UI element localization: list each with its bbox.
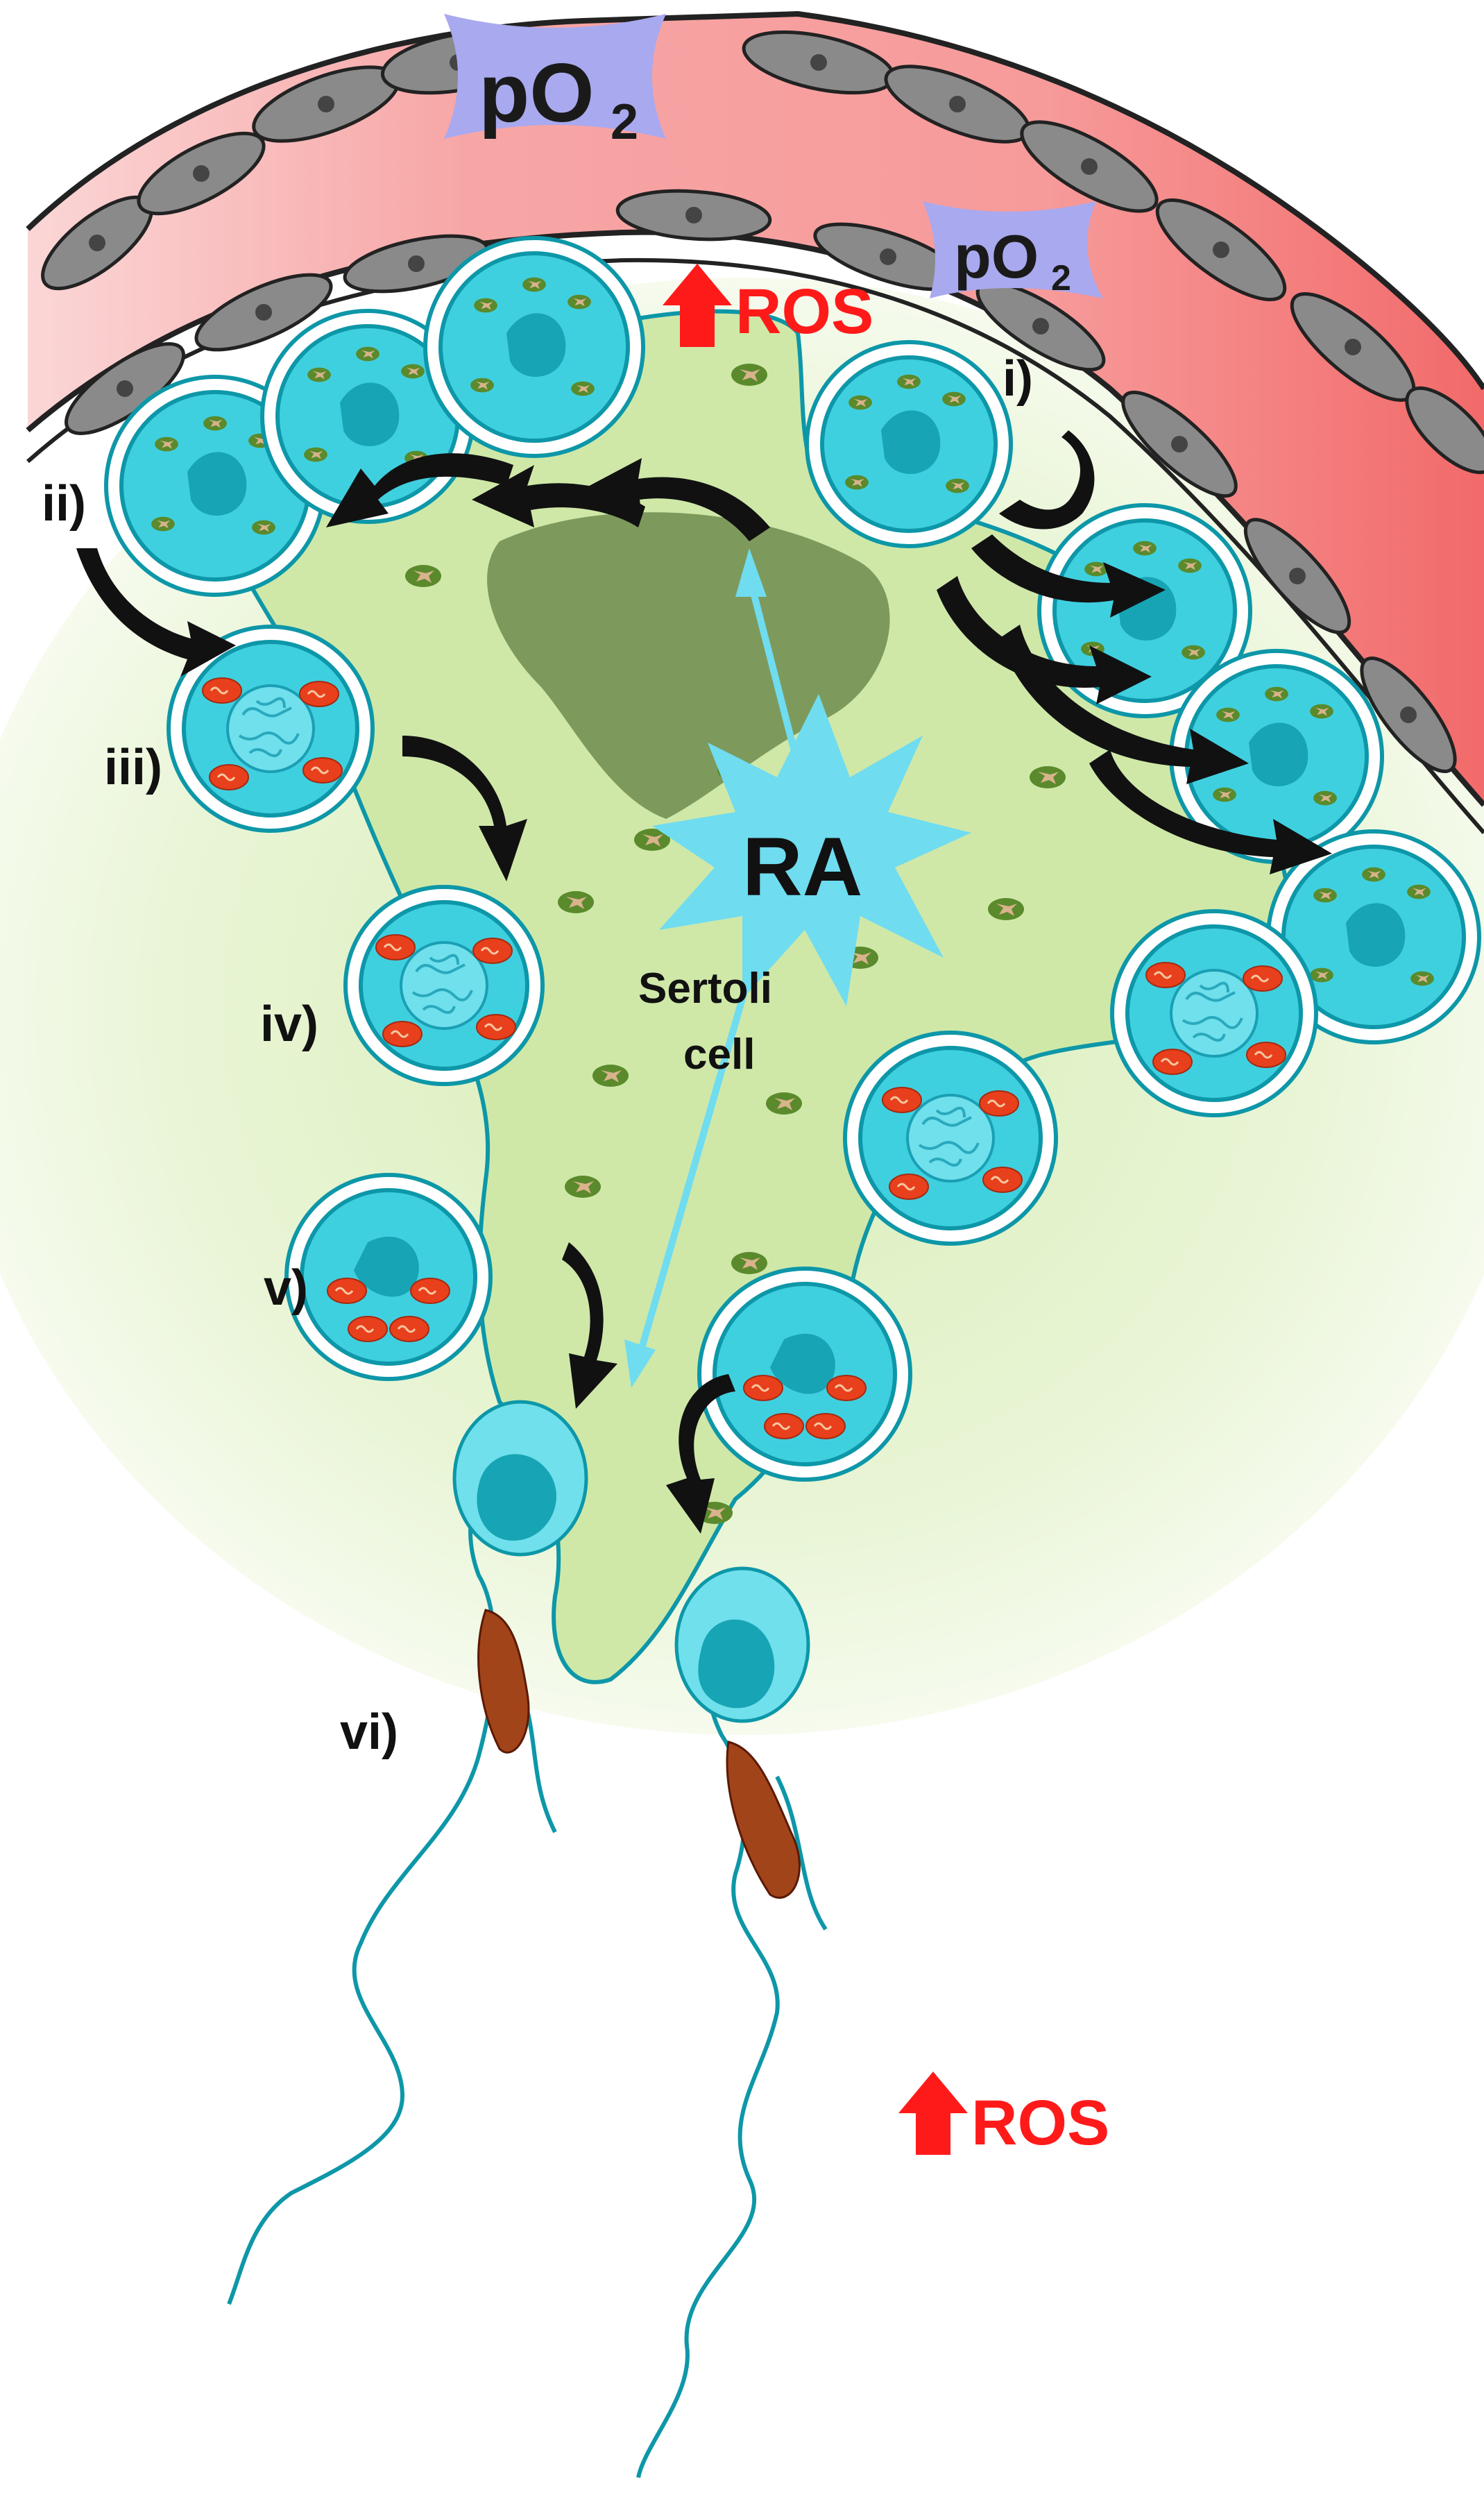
po2-badge-small: pO 2 — [923, 201, 1103, 298]
spermatocyte — [1110, 909, 1318, 1117]
ros-bottom: ROS — [898, 2072, 1109, 2158]
ros-bottom-label: ROS — [971, 2088, 1109, 2158]
po2-large-subscript: 2 — [611, 94, 638, 150]
sertoli-nucleus — [487, 512, 890, 819]
stage-label-vi: vi) — [340, 1704, 398, 1760]
sertoli-label-line1: Sertoli — [638, 965, 772, 1013]
stage-label-iv: iv) — [260, 997, 318, 1052]
progression-arrows — [76, 430, 1332, 1534]
stage-label-i: i) — [1003, 351, 1033, 407]
round-spermatid — [697, 1267, 912, 1482]
stage-label-ii: ii) — [42, 476, 86, 532]
spermatocyte — [843, 1031, 1058, 1246]
po2-small-subscript: 2 — [1051, 258, 1071, 298]
stage-label-iii: iii) — [104, 740, 162, 795]
ros-top-label: ROS — [735, 276, 873, 347]
spermatogonium — [805, 340, 1013, 548]
ros-top: ROS — [663, 264, 873, 347]
stage-label-v: v) — [264, 1260, 308, 1316]
germ-cells — [104, 236, 1481, 1482]
sertoli-label-line2: cell — [683, 1031, 755, 1078]
ra-signal: RA — [624, 548, 971, 1388]
po2-large-text: pO — [479, 46, 595, 139]
spermatogonium — [1266, 829, 1481, 1044]
spermatogonium — [423, 236, 645, 458]
spermatozoa — [227, 1400, 828, 2478]
ra-star — [652, 694, 971, 1006]
ra-label: RA — [742, 820, 862, 913]
ros-top-arrow-icon — [663, 264, 732, 347]
ra-arrowhead-down — [624, 1339, 656, 1388]
po2-badge-large: pO 2 — [444, 14, 666, 150]
po2-small-text: pO — [954, 222, 1039, 291]
spermatocyte — [167, 625, 375, 833]
midpiece-right — [726, 1741, 801, 1899]
spermatogonium — [1169, 649, 1384, 864]
spermatocyte — [343, 885, 545, 1086]
ros-bottom-arrow-icon — [898, 2072, 968, 2155]
endothelial-nuclei — [89, 54, 1417, 723]
ra-arrowhead-up — [735, 548, 767, 597]
round-spermatid — [284, 1173, 493, 1381]
midpiece-left — [477, 1609, 530, 1754]
